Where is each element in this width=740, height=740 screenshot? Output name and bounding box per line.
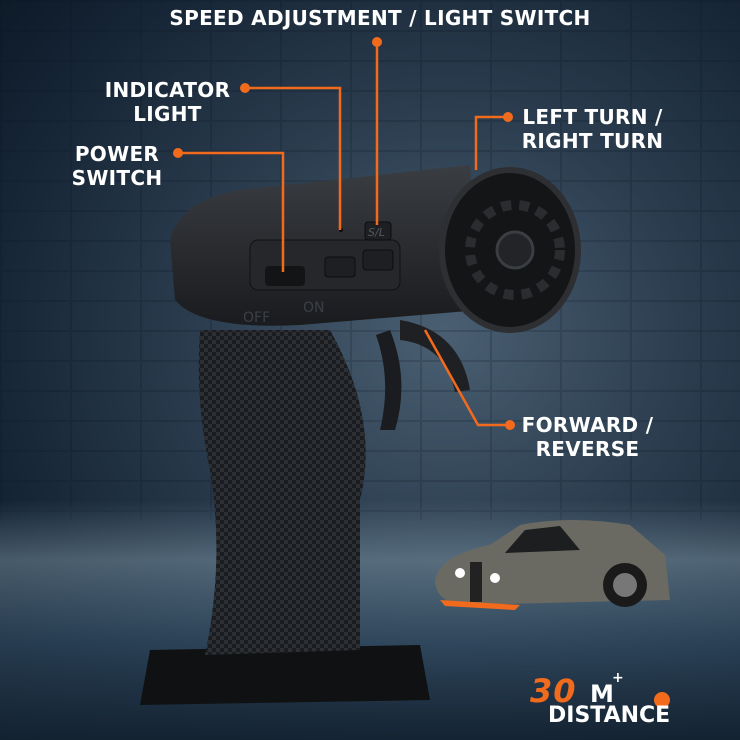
range-value: 30 [530,672,577,710]
speed-callout: SPEED ADJUSTMENT / LIGHT SWITCH [169,6,591,30]
light-button [362,249,394,271]
indicator-button [324,256,356,278]
indicator-callout-line1: INDICATOR [104,78,231,102]
on-label: ON [303,300,325,316]
range-plus: + [612,670,624,686]
rc-car [435,520,670,610]
callout-dot [173,148,183,158]
callout-dot [505,420,515,430]
callout-lines [178,42,510,427]
callout-dot [503,112,513,122]
power-callout-line2: SWITCH [71,166,163,190]
power-callout-line1: POWER [74,142,160,166]
callout-dot [372,37,382,47]
throttle-trigger [400,320,470,392]
indicator-callout-line2: LIGHT [133,102,202,126]
forward-callout: FORWARD / REVERSE [520,413,655,461]
power-callout: POWER SWITCH [62,142,172,190]
power-switch [265,266,305,286]
callout-dot [654,692,670,708]
turn-callout: LEFT TURN / RIGHT TURN [515,105,670,153]
range-unit: M [590,680,614,708]
range-label: DISTANCE [548,703,671,728]
forward-callout-line2: REVERSE [535,437,640,461]
remote-grip [198,330,366,655]
callout-dot [240,83,250,93]
indicator-callout: INDICATOR LIGHT [95,78,240,126]
off-label: OFF [243,310,270,326]
turn-callout-line2: RIGHT TURN [521,129,664,153]
turn-callout-line1: LEFT TURN / [522,105,663,129]
remote-base [140,645,430,705]
forward-callout-line1: FORWARD / [521,413,654,437]
sl-button-label: S/L [368,226,385,239]
